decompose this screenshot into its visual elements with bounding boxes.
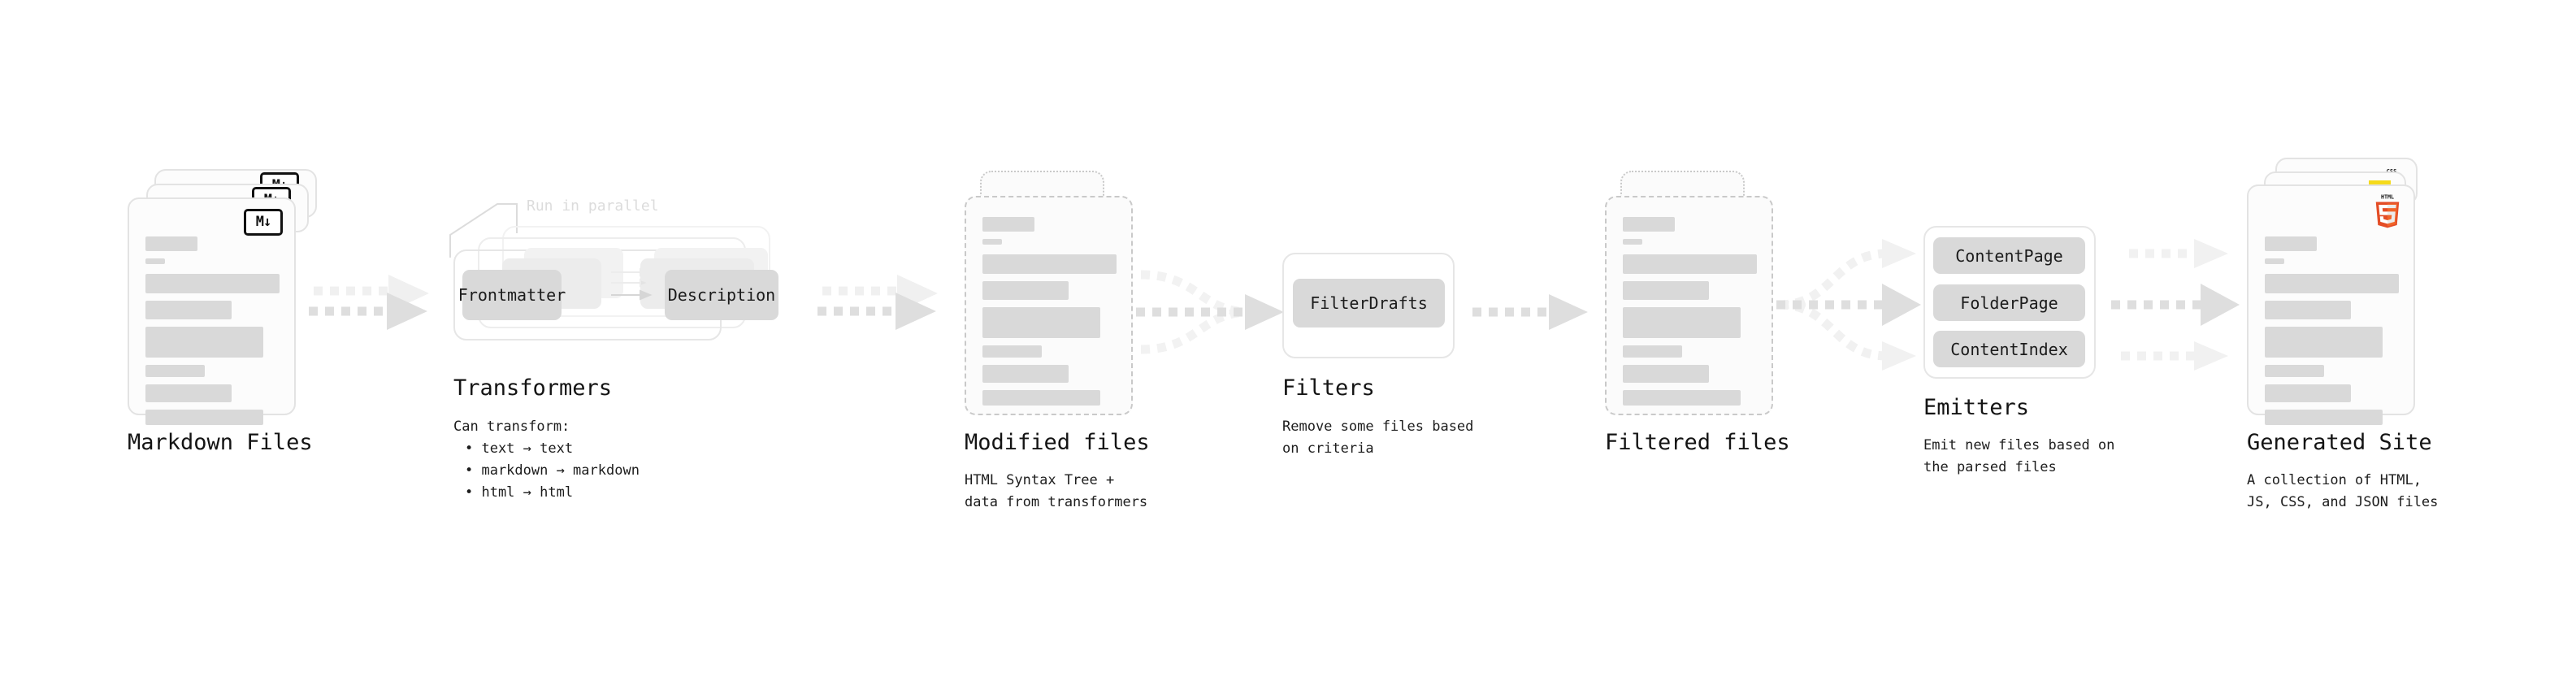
skeleton-bar (2265, 384, 2351, 402)
run-in-parallel-bracket (449, 203, 518, 258)
skeleton-bar (145, 274, 280, 293)
stage-title-modified-files: Modified files (965, 430, 1150, 455)
skeleton-bar (2265, 236, 2317, 251)
modified-description-line-1: data from transformers (965, 494, 1148, 510)
skeleton-bar (1623, 281, 1709, 300)
stage-title-filters: Filters (1282, 375, 1375, 401)
modified-card-front (965, 196, 1133, 415)
emitters-description-line-1: the parsed files (1923, 459, 2057, 475)
transformers-description-line-3: • html → html (465, 484, 574, 501)
emitters-description-line-0: Emit new files based on (1923, 437, 2115, 453)
stage-title-generated-site: Generated Site (2247, 430, 2432, 455)
markdown-badge-icon: M↓ (244, 209, 283, 236)
stage-title-markdown-files: Markdown Files (128, 430, 313, 455)
filter-chip-filterdrafts[interactable]: FilterDrafts (1293, 279, 1445, 327)
site-description-line-1: JS, CSS, and JSON files (2247, 494, 2439, 510)
filters-description-line-0: Remove some files based (1282, 419, 1474, 435)
emitter-chip-folderpage[interactable]: FolderPage (1933, 284, 2085, 321)
run-in-parallel-label: Run in parallel (527, 197, 659, 215)
transformers-description-line-1: • text → text (465, 440, 574, 457)
skeleton-bar (1623, 217, 1675, 232)
skeleton-bar (982, 390, 1101, 406)
skeleton-bar (2265, 365, 2324, 377)
skeleton-bar (2265, 410, 2383, 425)
connector-transformers-to-modified (817, 275, 938, 330)
skeleton-bar (982, 239, 1002, 245)
html5-badge-icon: HTML (2375, 194, 2400, 228)
skeleton-bar (2265, 301, 2351, 319)
stage-title-transformers: Transformers (453, 375, 613, 401)
site-description-line-0: A collection of HTML, (2247, 472, 2422, 488)
connector-filters-to-filtered (1472, 294, 1588, 330)
modified-description-line-0: HTML Syntax Tree + (965, 472, 1115, 488)
filtered-card-front (1605, 196, 1773, 415)
connector-markdown-to-transformers (309, 275, 429, 330)
skeleton-bar (145, 327, 264, 358)
filters-description-line-1: on criteria (1282, 440, 1374, 457)
modified-card-skeleton (982, 217, 1117, 413)
emitter-chip-contentpage[interactable]: ContentPage (1933, 237, 2085, 274)
transformer-chip-description[interactable]: Description (665, 270, 778, 320)
markdown-card-skeleton (145, 236, 280, 432)
skeleton-bar (982, 217, 1034, 232)
skeleton-bar (982, 307, 1101, 338)
skeleton-bar (2265, 258, 2284, 264)
skeleton-bar (982, 345, 1042, 358)
markdown-card-front: M↓ (128, 197, 296, 425)
skeleton-bar (1623, 390, 1741, 406)
skeleton-bar (1623, 345, 1682, 358)
skeleton-bar (982, 254, 1117, 274)
skeleton-bar (145, 384, 232, 402)
skeleton-bar (145, 236, 197, 251)
skeleton-bar (1623, 254, 1757, 274)
skeleton-bar (1623, 365, 1709, 383)
skeleton-bar (145, 258, 165, 264)
skeleton-bar (1623, 307, 1741, 338)
skeleton-bar (2265, 327, 2383, 358)
filters-group-box (1282, 253, 1455, 358)
skeleton-bar (1623, 239, 1642, 245)
transformers-description-line-0: Can transform: (453, 419, 570, 435)
transformers-description-line-2: • markdown → markdown (465, 462, 640, 479)
transformer-inner-arrows (611, 267, 653, 301)
stage-title-filtered-files: Filtered files (1605, 430, 1790, 455)
transformer-chip-frontmatter[interactable]: Frontmatter (458, 270, 566, 320)
connector-emitters-to-site (2111, 239, 2240, 371)
skeleton-bar (145, 365, 205, 377)
site-card-skeleton (2265, 236, 2399, 432)
filtered-card-skeleton (1623, 217, 1757, 413)
skeleton-bar (145, 410, 264, 425)
connector-filtered-to-emitters (1776, 239, 1921, 371)
svg-text:HTML: HTML (2381, 194, 2394, 201)
skeleton-bar (982, 281, 1069, 300)
stage-title-emitters: Emitters (1923, 395, 2030, 420)
skeleton-bar (982, 365, 1069, 383)
connector-modified-to-filters (1136, 270, 1284, 354)
skeleton-bar (145, 301, 232, 319)
emitters-group-box (1923, 226, 2096, 379)
skeleton-bar (2265, 274, 2399, 293)
site-card-front: HTML (2247, 184, 2415, 425)
emitter-chip-contentindex[interactable]: ContentIndex (1933, 331, 2085, 367)
